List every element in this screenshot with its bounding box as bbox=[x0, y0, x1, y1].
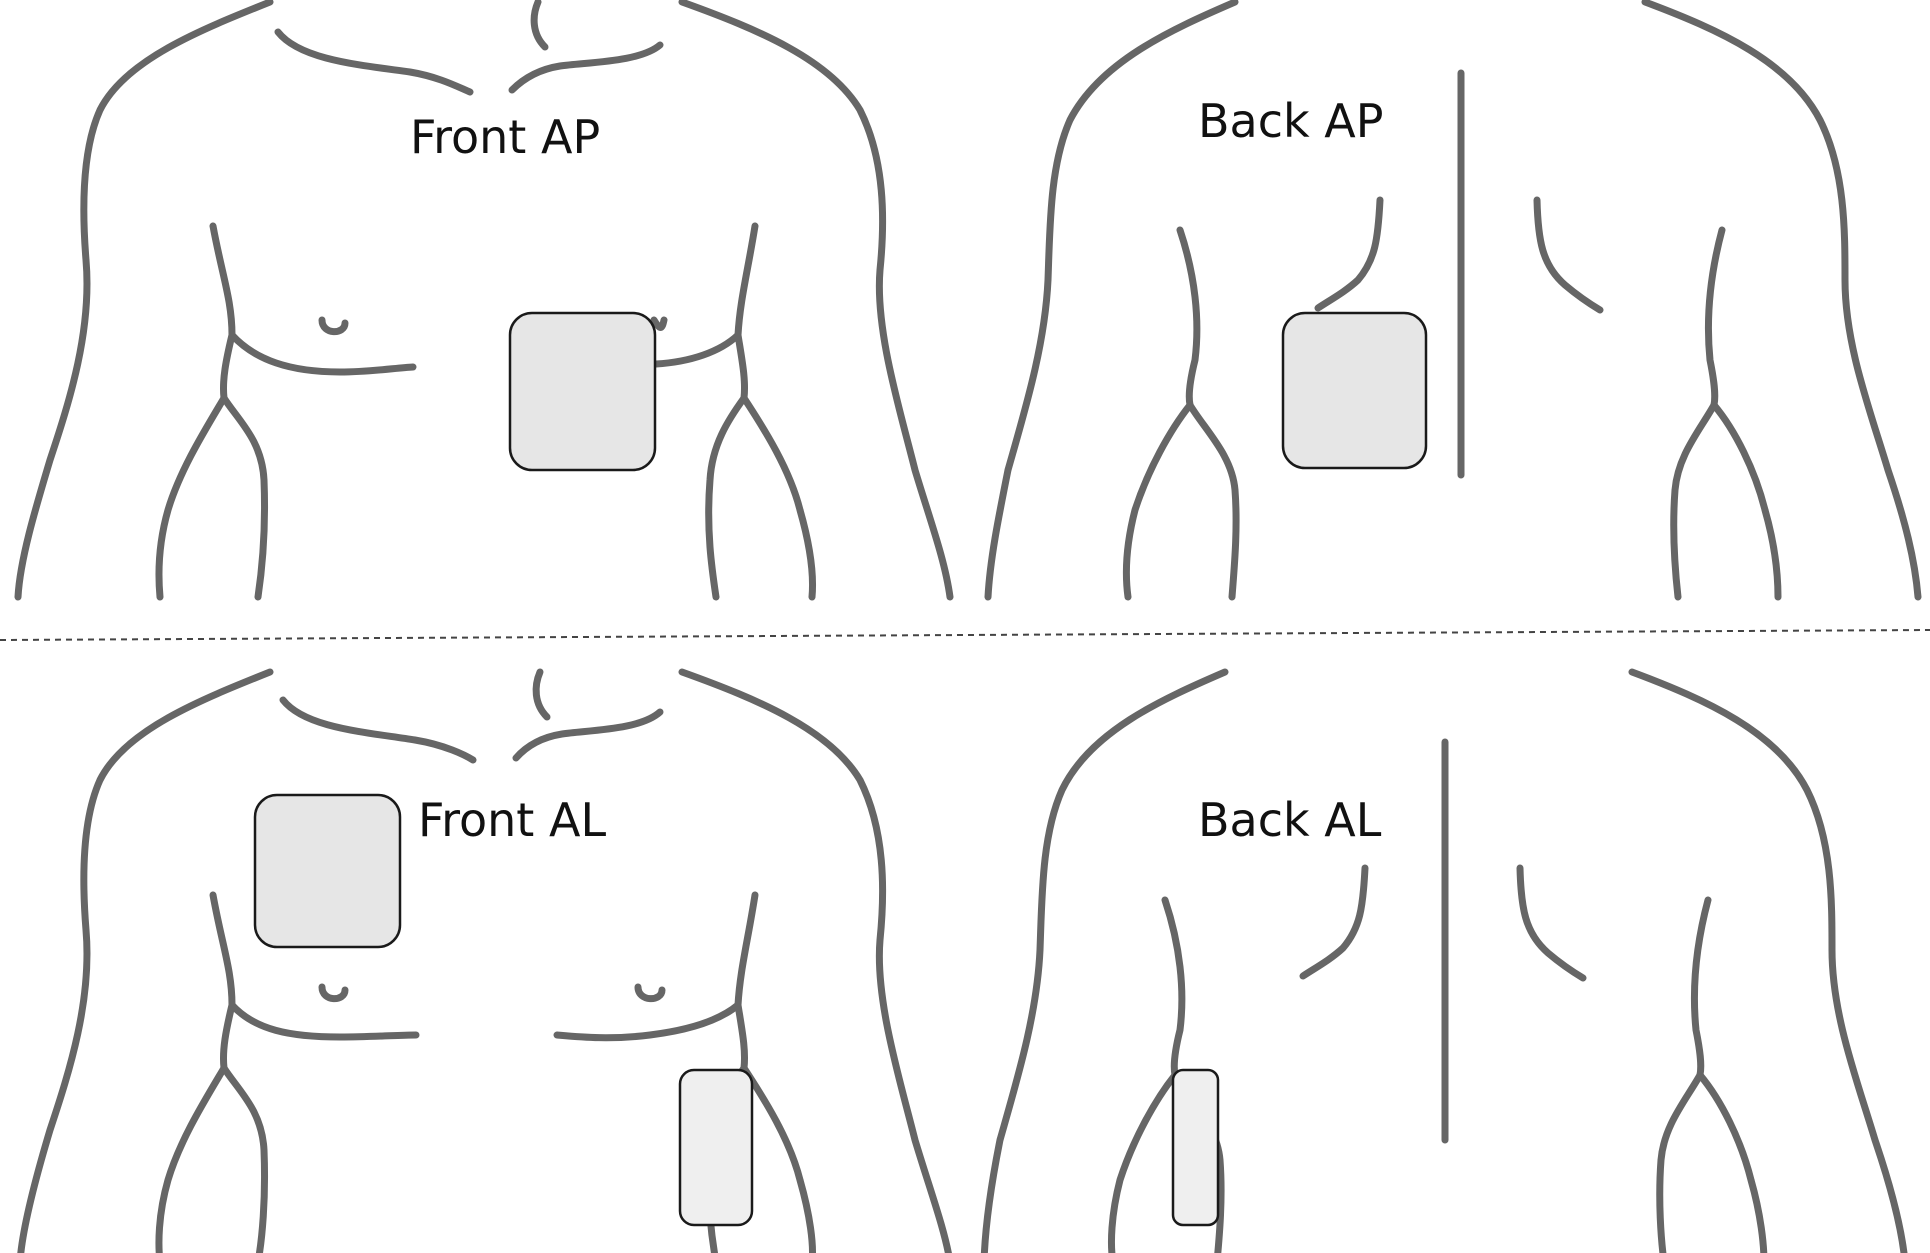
back-al-label: Back AL bbox=[1198, 793, 1382, 847]
front-torso-outline bbox=[14, 0, 954, 601]
section-divider bbox=[0, 629, 1930, 641]
front-ap-sternum-pad bbox=[508, 311, 657, 472]
back-al-panel: Back AL bbox=[980, 668, 1908, 1253]
back-torso-outline bbox=[984, 0, 1922, 601]
back-al-lateral-pad bbox=[1171, 1068, 1220, 1227]
front-ap-label: Front AP bbox=[410, 110, 600, 164]
front-ap-panel: Front AP bbox=[14, 0, 954, 601]
front-al-right-chest-pad bbox=[253, 793, 402, 949]
front-al-label: Front AL bbox=[418, 793, 606, 847]
front-al-lateral-pad bbox=[678, 1068, 754, 1227]
front-torso-outline-lower bbox=[17, 668, 952, 1253]
back-ap-label: Back AP bbox=[1198, 94, 1384, 148]
front-al-panel: Front AL bbox=[17, 668, 952, 1253]
back-ap-pad bbox=[1281, 311, 1428, 470]
back-torso-outline-lower bbox=[980, 668, 1908, 1253]
back-ap-panel: Back AP bbox=[984, 0, 1922, 601]
